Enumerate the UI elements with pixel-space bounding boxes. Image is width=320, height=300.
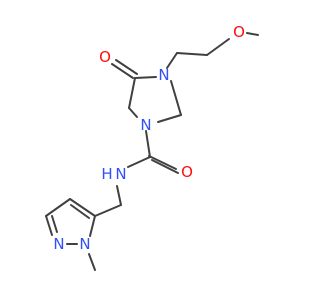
bond-ch2-ch2 [176,52,208,56]
bond-ketone-a [111,63,134,79]
bond-cring-right-n [157,114,182,123]
bond-cring-left-carbonyl [128,77,136,109]
atom-n-ring-lower: N [140,116,151,134]
bond-n1-c5 [89,215,96,237]
bond-n-carboxamide-c [145,130,151,158]
bond-carboxamide-c-nh [127,156,151,168]
atom-n-pyrazole-1: N [79,235,90,253]
bond-carboxamide-o-b [151,159,179,174]
bond-c4-c3 [45,198,71,217]
bond-c5-c4-inner [70,204,90,219]
atom-o-ketone: O [99,48,111,66]
bond-methyl-o [246,32,259,36]
bond-n-cring-left [128,107,138,118]
bond-n1-methyl [88,253,96,271]
bond-ketone-b [115,59,138,75]
molecule-structure: O N O N O N H N N [0,0,300,300]
bond-n-cring-right [170,80,182,116]
background [0,0,300,300]
bond-o-ch2 [206,38,230,56]
bond-ch2-pyrazole [94,204,122,217]
atom-n-ring-upper: N [158,66,169,84]
bond-c3-n2-b [51,215,58,233]
atom-labels: O N O N O N H N N [53,23,245,253]
bond-c3-n2-a [45,215,53,236]
atom-n-amide: N [115,165,126,183]
bonds [45,32,259,271]
atom-h-amide: H [101,165,112,183]
atom-o-methoxy: O [233,23,245,41]
bond-carboxamide-o-a [148,155,177,170]
atom-n-pyrazole-2: N [53,235,64,253]
bond-nh-ch2 [116,185,122,206]
bond-ch2-n [166,52,178,69]
atom-o-carboxamide: O [181,163,193,181]
bond-c5-c4 [69,198,96,217]
bond-carbonyl-n [134,76,157,79]
